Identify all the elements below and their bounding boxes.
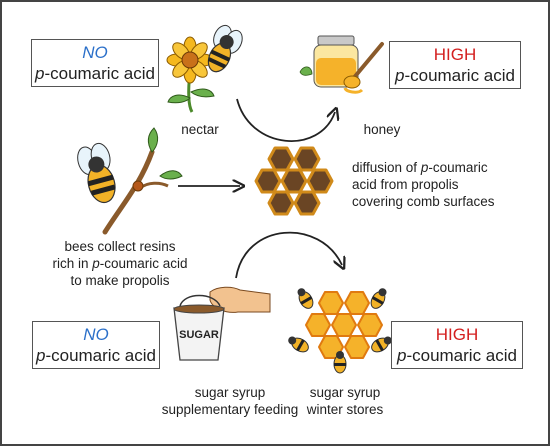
level-no: NO [83, 325, 109, 344]
honey-dipper-icon [343, 42, 384, 94]
compound-label: p-coumaric acid [34, 64, 155, 83]
arrow-syrup-to-stores [235, 231, 342, 279]
compound-label: p-coumaric acid [35, 346, 156, 365]
label-diffusion: diffusion of p-coumaric acid from propol… [352, 160, 495, 209]
label-honey: honey [363, 122, 401, 137]
compound-label: p-coumaric acid [394, 66, 515, 85]
branch-icon [102, 127, 183, 235]
bucket-icon: SUGAR [173, 294, 225, 361]
level-no: NO [82, 43, 108, 62]
label-syrup-feeding: sugar syrup supplementary feeding [161, 385, 299, 417]
label-resins: bees collect resins rich in p-coumaric a… [52, 239, 188, 288]
compound-label: p-coumaric acid [396, 346, 517, 365]
flower-icon [166, 36, 215, 113]
box-syrup-level: NO p-coumaric acid [32, 321, 160, 369]
box-stores-level: HIGH p-coumaric acid [391, 321, 523, 369]
label-nectar: nectar [181, 122, 219, 137]
bee-icon [77, 142, 116, 204]
arrow-nectar-to-honey [236, 98, 335, 142]
box-nectar-level: NO p-coumaric acid [31, 39, 159, 87]
level-high: HIGH [435, 325, 479, 344]
label-winter-stores: sugar syrup winter stores [306, 385, 384, 417]
honey-jar-icon [299, 35, 359, 88]
comb-bees-icon [288, 288, 392, 374]
box-honey-level: HIGH p-coumaric acid [389, 41, 521, 89]
level-high: HIGH [433, 45, 477, 64]
bucket-label: SUGAR [179, 329, 219, 341]
comb-icon [254, 146, 334, 216]
bee-icon [207, 24, 243, 73]
